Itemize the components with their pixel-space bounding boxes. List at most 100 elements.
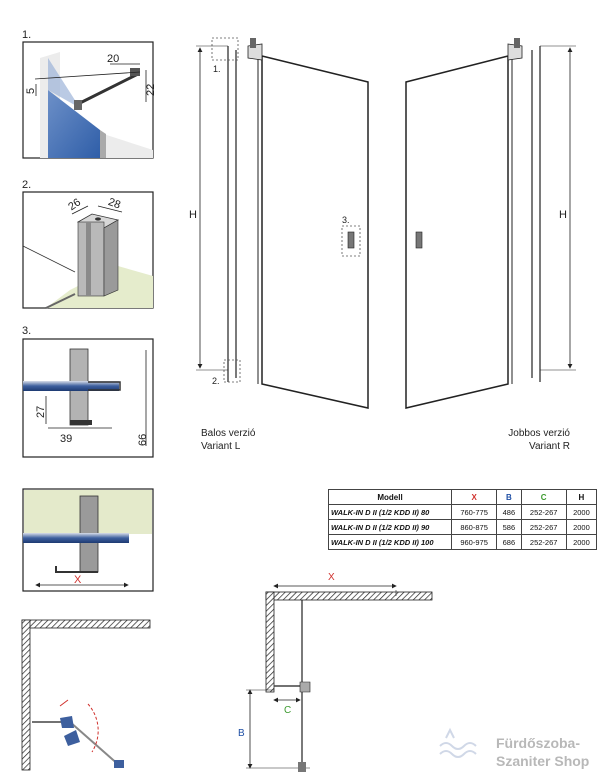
detail-5-swing-arc bbox=[87, 703, 99, 753]
detail-5-wall-left bbox=[21, 619, 31, 771]
detail-2-base-line bbox=[45, 293, 76, 309]
detail-5-wall-top bbox=[21, 619, 151, 629]
detail-5-handle bbox=[114, 760, 124, 768]
left-height-label: H bbox=[189, 209, 197, 221]
plan-wall-left bbox=[265, 591, 275, 693]
right-glass-panel bbox=[405, 55, 509, 409]
detail-1-glass bbox=[48, 90, 100, 158]
plan-b-label: B bbox=[238, 728, 245, 739]
left-callout-2-box bbox=[223, 359, 241, 383]
detail-5-hinge bbox=[60, 716, 74, 728]
detail-1-dim-20: 20 bbox=[107, 53, 119, 65]
table-row: WALK-IN D II (1/2 KDD II) 90 860-875 586… bbox=[328, 519, 598, 535]
cell-model: WALK-IN D II (1/2 KDD II) 90 bbox=[328, 519, 452, 535]
detail-4-dim-x: X bbox=[74, 574, 82, 586]
detail-1-glass-top bbox=[48, 58, 80, 108]
detail-1-clamp bbox=[74, 100, 82, 110]
detail-1-dim-line-top bbox=[34, 71, 141, 80]
plan-wall-top bbox=[265, 591, 433, 601]
detail-3-foot bbox=[70, 420, 92, 425]
detail-3-glass-edge bbox=[23, 381, 119, 391]
left-variant-view: 1. 2. 3. H bbox=[189, 37, 369, 409]
table-row: WALK-IN D II (1/2 KDD II) 80 760-775 486… bbox=[328, 504, 598, 520]
plan-clamp bbox=[299, 681, 311, 693]
detail-4-foot bbox=[55, 566, 98, 573]
cell-x: 760-775 bbox=[450, 504, 498, 520]
left-callout-1: 1. bbox=[213, 64, 221, 74]
detail-2-label: 2. bbox=[22, 179, 31, 191]
table-header-row: Modell X B C H bbox=[328, 489, 598, 505]
detail-1-bar bbox=[77, 72, 139, 106]
detail-5-hinge-2 bbox=[64, 730, 80, 746]
left-callout-3: 3. bbox=[342, 215, 350, 225]
detail-1-dim-22: 22 bbox=[145, 84, 157, 96]
left-variant-caption: Balos verzió Variant L bbox=[201, 427, 255, 453]
detail-2-dim-28: 28 bbox=[107, 196, 123, 211]
cell-c: 252-267 bbox=[520, 534, 567, 550]
plan-c-label: C bbox=[284, 705, 291, 716]
detail-2-profile-side bbox=[103, 219, 119, 297]
detail-1: 1. 20 5 22 bbox=[22, 29, 157, 159]
left-callout-2: 2. bbox=[212, 376, 220, 386]
detail-2: 2. 26 28 bbox=[22, 179, 154, 309]
detail-1-dim-5: 5 bbox=[25, 88, 37, 94]
detail-3: 3. 27 39 66 bbox=[22, 325, 154, 458]
cell-b: 586 bbox=[496, 519, 522, 535]
left-caption-en: Variant L bbox=[201, 441, 241, 452]
detail-5-swing-plan bbox=[21, 619, 151, 771]
detail-5-door bbox=[69, 721, 121, 767]
plan-view: X C B bbox=[238, 572, 433, 772]
header-model: Modell bbox=[328, 489, 452, 505]
cell-h: 2000 bbox=[565, 519, 598, 535]
left-caption-hu: Balos verzió bbox=[201, 428, 256, 439]
left-callout-3-box bbox=[341, 225, 361, 257]
header-c: C bbox=[520, 489, 567, 505]
detail-2-dim-28-line bbox=[97, 205, 123, 213]
right-top-clamp bbox=[514, 38, 520, 48]
detail-3-dim-27: 27 bbox=[35, 406, 47, 418]
header-b: B bbox=[496, 489, 522, 505]
cell-b: 686 bbox=[496, 534, 522, 550]
right-caption-hu: Jobbos verzió bbox=[508, 428, 570, 439]
right-variant-caption: Jobbos verzió Variant R bbox=[500, 427, 570, 453]
table-row: WALK-IN D II (1/2 KDD II) 100 960-975 68… bbox=[328, 534, 598, 550]
detail-3-label: 3. bbox=[22, 325, 31, 337]
cell-x: 960-975 bbox=[450, 534, 498, 550]
watermark-line1: Fürdőszoba- bbox=[496, 735, 580, 751]
detail-3-hook bbox=[88, 381, 121, 391]
cell-h: 2000 bbox=[565, 504, 598, 520]
watermark-logo-icon bbox=[439, 727, 477, 758]
header-x: X bbox=[450, 489, 498, 505]
left-glass-panel bbox=[261, 55, 369, 409]
left-handle bbox=[347, 231, 355, 249]
cell-h: 2000 bbox=[565, 534, 598, 550]
cell-c: 252-267 bbox=[520, 504, 567, 520]
detail-2-wall-line bbox=[22, 245, 76, 273]
cell-b: 486 bbox=[496, 504, 522, 520]
plan-x-label: X bbox=[328, 572, 335, 583]
cell-c: 252-267 bbox=[520, 519, 567, 535]
left-callout-1-box bbox=[211, 37, 239, 61]
right-caption-en: Variant R bbox=[529, 441, 570, 452]
right-variant-view: H bbox=[405, 38, 576, 409]
header-h: H bbox=[565, 489, 598, 505]
detail-3-dim-66: 66 bbox=[137, 434, 149, 446]
detail-5-swing-tick bbox=[59, 699, 69, 707]
cell-model: WALK-IN D II (1/2 KDD II) 80 bbox=[328, 504, 452, 520]
watermark-line2: Szaniter Shop bbox=[496, 753, 590, 769]
cell-model: WALK-IN D II (1/2 KDD II) 100 bbox=[328, 534, 452, 550]
detail-2-screw bbox=[95, 217, 101, 221]
right-handle bbox=[415, 231, 423, 249]
plan-foot bbox=[298, 762, 306, 772]
left-top-clamp bbox=[250, 38, 256, 48]
detail-1-label: 1. bbox=[22, 29, 31, 41]
detail-4-glass-edge bbox=[23, 533, 129, 543]
dimension-table: Modell X B C H WALK-IN D II (1/2 KDD II)… bbox=[328, 489, 598, 550]
watermark: Fürdőszoba- Szaniter Shop bbox=[496, 734, 589, 770]
detail-2-dim-26-line bbox=[71, 205, 89, 215]
detail-4: X bbox=[22, 488, 154, 592]
detail-2-profile-groove bbox=[86, 222, 91, 296]
cell-x: 860-875 bbox=[450, 519, 498, 535]
detail-1-profile bbox=[100, 130, 106, 158]
